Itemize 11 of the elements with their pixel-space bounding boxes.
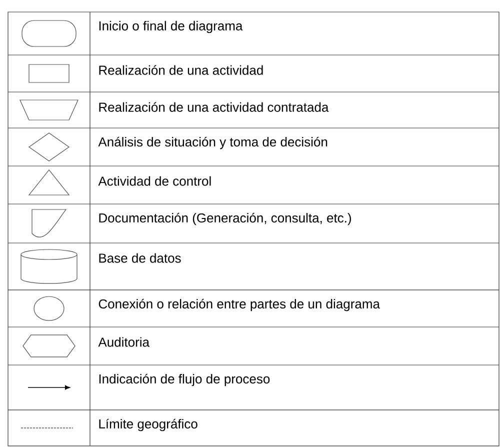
legend-text: Inicio o final de diagrama xyxy=(99,20,243,34)
legend-text: Indicación de flujo de proceso xyxy=(99,374,270,386)
legend-text: Base de datos xyxy=(99,253,181,263)
legend-text: Límite geográfico xyxy=(99,418,198,432)
legend-text: Auditoria xyxy=(98,337,150,347)
legend-text: Actividad de control xyxy=(98,176,211,186)
legend-text: Conexión o relación entre partes de un diagrama xyxy=(98,298,380,312)
legend-text: Análisis de situación y toma de decisión xyxy=(98,136,328,150)
legend-text: Realización de una actividad xyxy=(99,65,263,75)
legend-text: Documentación (Generación, consulta, etc.) xyxy=(99,212,351,226)
legend-text: Realización de una actividad contratada xyxy=(99,102,329,112)
